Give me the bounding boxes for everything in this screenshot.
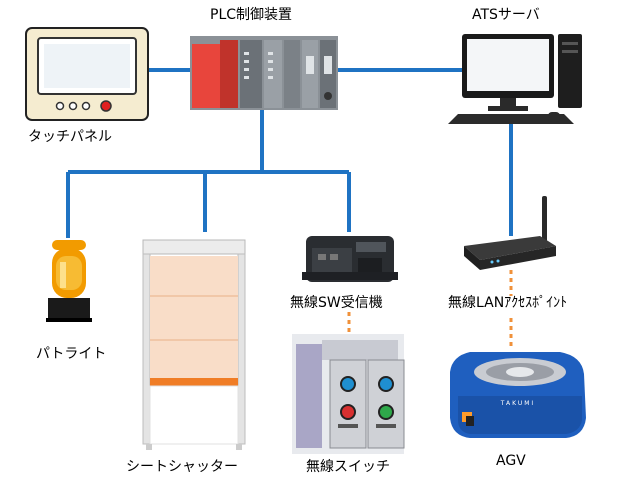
ats-server-icon	[448, 34, 582, 124]
patlite-icon	[46, 240, 92, 322]
label-ats-server: ATSサーバ	[472, 7, 540, 23]
label-wireless-sw-receiver: 無線SW受信機	[290, 295, 383, 311]
label-patlite: パトライト	[36, 346, 107, 362]
plc-icon	[190, 36, 338, 110]
label-touch-panel: タッチパネル	[28, 129, 112, 145]
wireless-switch-icon	[292, 334, 405, 454]
touch-panel-icon	[25, 27, 149, 121]
agv-logo-text: TAKUMI	[500, 400, 535, 407]
sheet-shutter-icon	[142, 239, 246, 450]
wireless-sw-receiver-icon	[302, 236, 398, 282]
label-wireless-lan-ap: 無線LANｱｸｾｽﾎﾟｲﾝﾄ	[448, 295, 568, 311]
label-wireless-switch: 無線スイッチ	[306, 459, 390, 475]
agv-icon	[450, 352, 586, 438]
wireless-lan-ap-icon	[464, 196, 556, 270]
label-agv: AGV	[496, 453, 526, 469]
wired-connections	[66, 68, 513, 238]
label-sheet-shutter: シートシャッター	[126, 459, 238, 475]
label-plc: PLC制御装置	[210, 7, 293, 23]
